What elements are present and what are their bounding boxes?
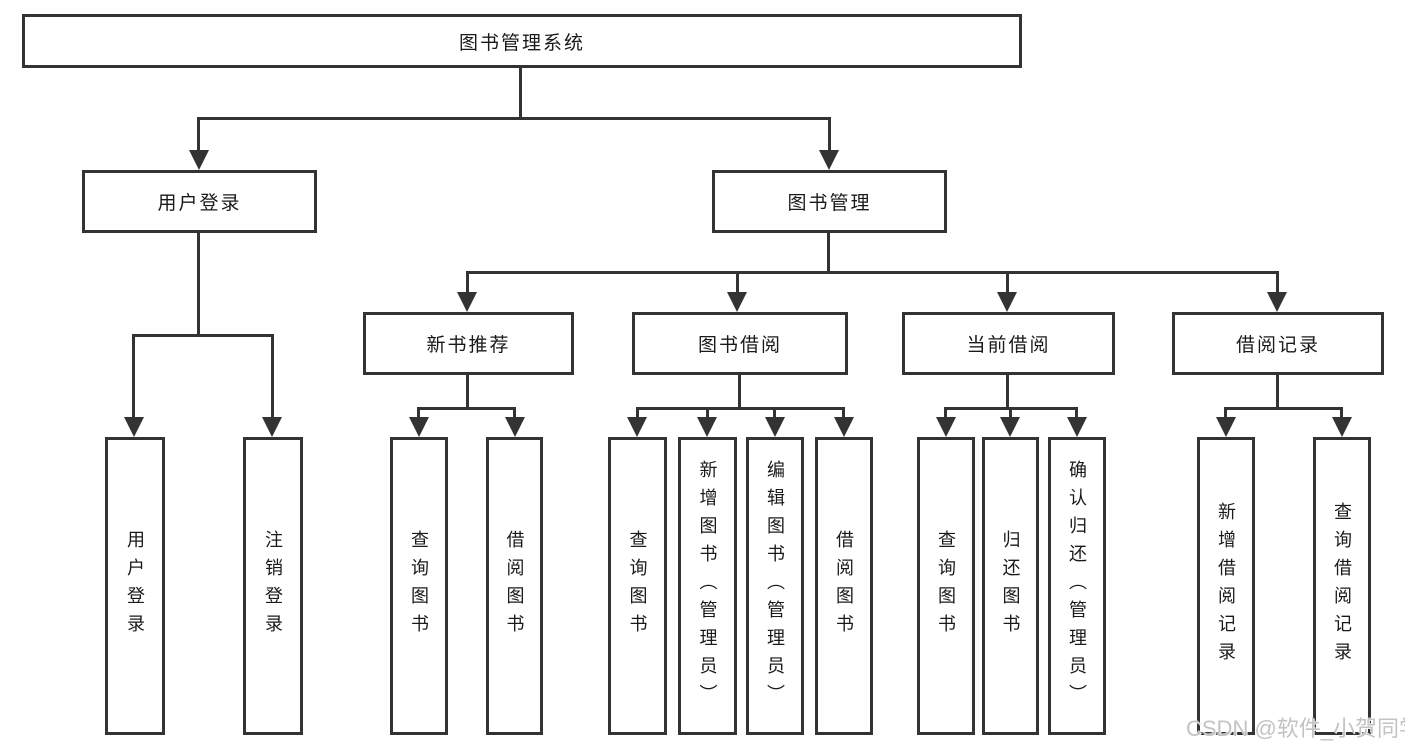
connector-line	[1276, 375, 1279, 410]
leaf-add-borrow-record: 新增借阅记录	[1197, 437, 1255, 735]
arrow-down-icon	[627, 417, 647, 437]
connector-line	[1224, 407, 1227, 420]
connector-line	[271, 334, 274, 420]
node-borrow-records: 借阅记录	[1172, 312, 1384, 375]
leaf-user-login: 用户登录	[105, 437, 165, 735]
leaf-add-books-admin: 新增图书（管理员）	[678, 437, 737, 735]
connector-line	[1276, 271, 1279, 294]
node-current-borrowing: 当前借阅	[902, 312, 1115, 375]
leaf-query-books-borrowing: 查询图书	[608, 437, 667, 735]
leaf-borrow-books-recommend: 借阅图书	[486, 437, 543, 735]
connector-line	[842, 407, 845, 420]
connector-line	[1006, 271, 1009, 294]
connector-line	[197, 233, 200, 337]
arrow-down-icon	[1216, 417, 1236, 437]
leaf-confirm-return-admin: 确认归还（管理员）	[1048, 437, 1106, 735]
leaf-borrow-books: 借阅图书	[815, 437, 873, 735]
connector-line	[706, 407, 709, 420]
connector-line	[636, 407, 845, 410]
arrow-down-icon	[1000, 417, 1020, 437]
connector-line	[466, 375, 469, 410]
arrow-down-icon	[409, 417, 429, 437]
arrow-down-icon	[727, 292, 747, 312]
leaf-query-books-recommend: 查询图书	[390, 437, 448, 735]
csdn-watermark: CSDN @软件_小贺同学	[1186, 716, 1405, 741]
connector-line	[636, 407, 639, 420]
leaf-logout: 注销登录	[243, 437, 303, 735]
arrow-down-icon	[997, 292, 1017, 312]
arrow-down-icon	[505, 417, 525, 437]
connector-line	[828, 117, 831, 153]
arrow-down-icon	[697, 417, 717, 437]
connector-line	[132, 334, 135, 420]
connector-line	[519, 68, 522, 120]
node-book-borrowing: 图书借阅	[632, 312, 848, 375]
arrow-down-icon	[1067, 417, 1087, 437]
connector-line	[1340, 407, 1343, 420]
arrow-down-icon	[1332, 417, 1352, 437]
node-user-login: 用户登录	[82, 170, 317, 233]
connector-line	[466, 271, 1279, 274]
connector-line	[417, 407, 420, 420]
connector-line	[1006, 375, 1009, 410]
arrow-down-icon	[834, 417, 854, 437]
connector-line	[132, 334, 274, 337]
node-library-system: 图书管理系统	[22, 14, 1022, 68]
connector-line	[1224, 407, 1343, 410]
leaf-edit-books-admin: 编辑图书（管理员）	[746, 437, 804, 735]
arrow-down-icon	[765, 417, 785, 437]
connector-line	[513, 407, 516, 420]
connector-line	[466, 271, 469, 294]
connector-line	[944, 407, 947, 420]
leaf-return-books: 归还图书	[982, 437, 1039, 735]
leaf-query-borrow-record: 查询借阅记录	[1313, 437, 1371, 735]
arrow-down-icon	[457, 292, 477, 312]
connector-line	[197, 117, 200, 153]
arrow-down-icon	[124, 417, 144, 437]
connector-line	[1075, 407, 1078, 420]
connector-line	[197, 117, 831, 120]
connector-line	[773, 407, 776, 420]
node-book-management: 图书管理	[712, 170, 947, 233]
connector-line	[417, 407, 516, 410]
arrow-down-icon	[819, 150, 839, 170]
leaf-query-books-current: 查询图书	[917, 437, 975, 735]
connector-line	[736, 271, 739, 294]
arrow-down-icon	[262, 417, 282, 437]
arrow-down-icon	[1267, 292, 1287, 312]
connector-line	[827, 233, 830, 274]
arrow-down-icon	[936, 417, 956, 437]
arrow-down-icon	[189, 150, 209, 170]
connector-line	[738, 375, 741, 410]
node-new-book-recommend: 新书推荐	[363, 312, 574, 375]
connector-line	[1009, 407, 1012, 420]
